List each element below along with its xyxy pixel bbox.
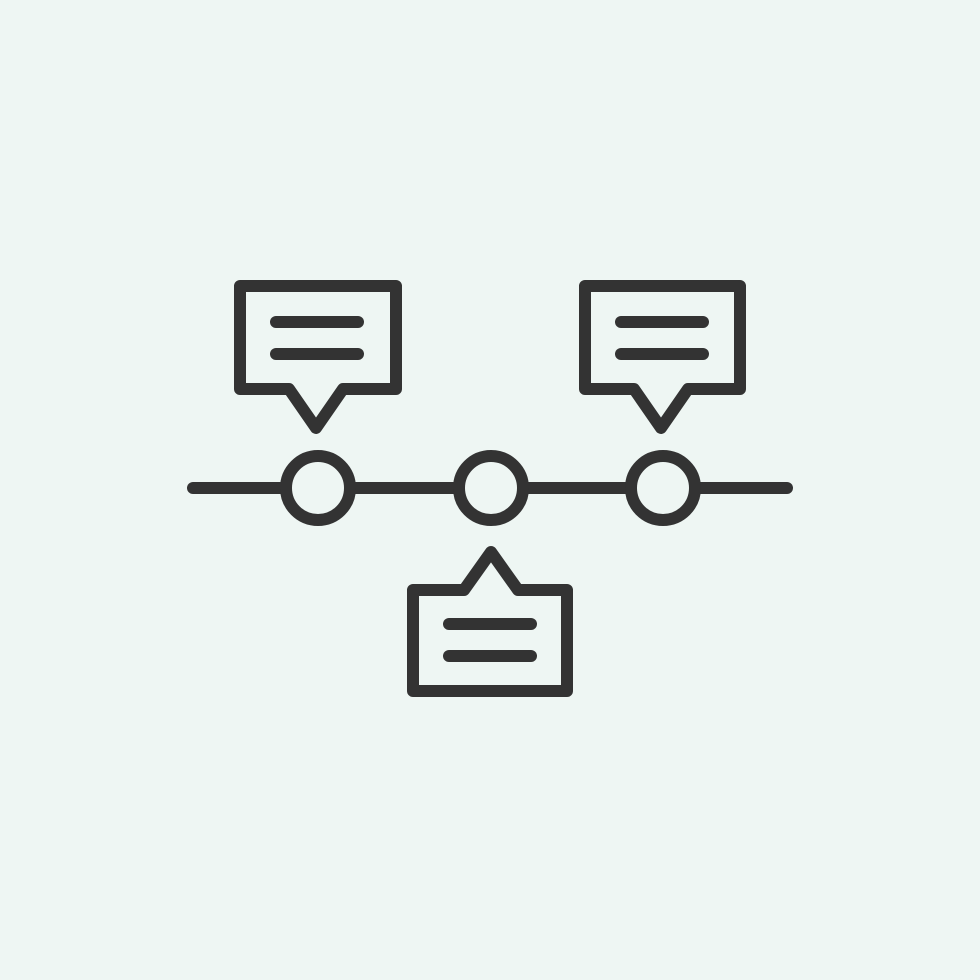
timeline-node	[453, 450, 529, 526]
timeline-node	[625, 450, 701, 526]
speech-bubble-outline	[579, 280, 746, 434]
speech-bubble-top-right	[579, 280, 746, 434]
speech-bubble-top-left	[234, 280, 402, 434]
speech-bubble-bottom-center	[407, 546, 573, 697]
speech-bubble-outline	[234, 280, 402, 434]
timeline-node	[280, 450, 356, 526]
speech-bubble-outline	[407, 546, 573, 697]
